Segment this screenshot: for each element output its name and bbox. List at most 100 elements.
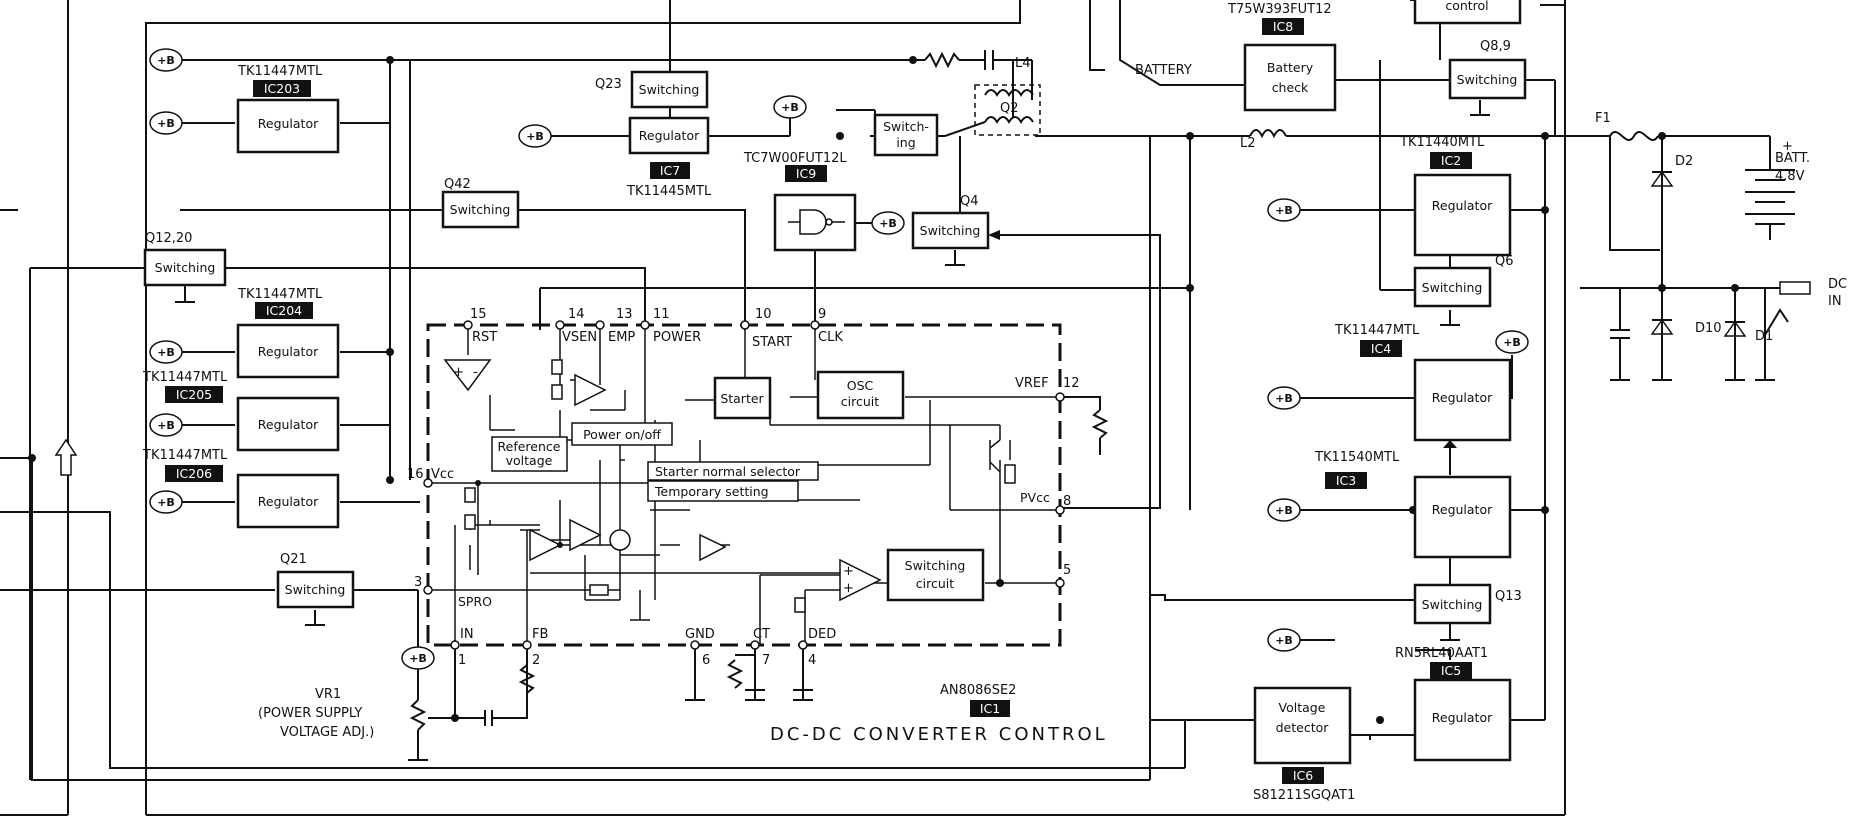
pin-1-name: IN [460, 627, 474, 642]
pin-9-name: CLK [818, 330, 843, 345]
svg-text:+B: +B [1275, 634, 1293, 647]
battery-label: BATTERY [1135, 63, 1192, 78]
ic4-part-number: TK11447MTL [1334, 323, 1420, 338]
ic5-tag: IC5 [1441, 663, 1461, 678]
plus-b-terminal: +B [401, 646, 435, 670]
q8-9-switching [1448, 58, 1527, 100]
up-arrow-icon [54, 438, 78, 476]
svg-text:+B: +B [157, 496, 175, 509]
ic4-tag: IC4 [1371, 341, 1391, 356]
q12-20-switching [143, 248, 227, 287]
svg-text:+B: +B [157, 346, 175, 359]
pin-10 [740, 320, 750, 330]
ic6-tag: IC6 [1293, 768, 1313, 783]
pin-2-num: 2 [532, 653, 540, 668]
ic205-regulator [236, 396, 340, 452]
vr1-desc-1: (POWER SUPPLY [258, 706, 362, 721]
left-regulators: TK11447MTL IC203 Regulator TK11447MTL IC… [142, 64, 340, 529]
nand-gate-icon [788, 209, 845, 235]
svg-text:Switch-: Switch- [883, 119, 929, 134]
current-source [609, 529, 631, 551]
q42-label: Q42 [444, 177, 471, 192]
svg-text:+: + [843, 581, 854, 596]
pin-15-name: RST [472, 330, 497, 345]
ic2-part-number: TK11440MTL [1399, 135, 1485, 150]
vsen-amp [574, 373, 607, 407]
reference-label-1: Reference [498, 439, 561, 454]
svg-text:+B: +B [1275, 504, 1293, 517]
ic203-part-number: TK11447MTL [237, 64, 323, 79]
svg-text:+B: +B [409, 652, 427, 665]
pin-12-num: 12 [1063, 376, 1080, 391]
plus-b-terminal: +B [149, 413, 183, 437]
wiring [0, 0, 1811, 816]
ic206-part-number: TK11447MTL [142, 448, 228, 463]
ic3-regulator [1413, 475, 1512, 559]
pin-16-num: 16 [407, 467, 424, 482]
pin-7 [750, 640, 760, 650]
svg-text:+: + [843, 564, 854, 579]
ic6-part-number: S81211SGQAT1 [1253, 788, 1355, 803]
svg-text:Voltage: Voltage [1279, 700, 1326, 715]
temporary-setting-label: Temporary setting [654, 484, 769, 499]
power-onoff-block [571, 422, 673, 446]
pin-6-num: 6 [702, 653, 710, 668]
pin-13 [595, 320, 605, 330]
svg-text:Switching: Switching [920, 223, 981, 238]
q21-switching [276, 570, 355, 609]
q8-9-label: Q8,9 [1480, 39, 1511, 54]
pin-15 [463, 320, 473, 330]
svg-text:Battery: Battery [1267, 60, 1314, 75]
q12-20-label: Q12,20 [145, 231, 192, 246]
osc-label-2: circuit [841, 394, 879, 409]
svg-text:+: + [453, 365, 464, 380]
vr1-desc-2: VOLTAGE ADJ.) [280, 725, 374, 740]
svg-text:Regulator: Regulator [258, 344, 319, 359]
control-block [1413, 0, 1522, 25]
ic5-part-number: RN5RL40AAT1 [1395, 646, 1488, 661]
plus-b-terminals: +B +B +B +B +B +B +B +B +B +B +B +B +B +… [149, 48, 1529, 670]
pin-16-name: Vcc [431, 467, 454, 482]
plus-b-terminal: +B [149, 48, 183, 72]
pin-12 [1055, 392, 1065, 402]
pvcc-transistor [989, 439, 1001, 473]
ic6-voltage-detector [1253, 686, 1352, 765]
ic203-regulator [236, 98, 340, 154]
svg-text:control: control [1445, 0, 1488, 13]
right-section: control T75W393FUT12 IC8 Battery check B… [1135, 0, 1847, 803]
svg-text:+B: +B [157, 117, 175, 130]
ic206-tag: IC206 [176, 466, 212, 481]
pin-14 [555, 320, 565, 330]
svg-text:Switching: Switching [285, 582, 346, 597]
starter-normal-selector-label: Starter normal selector [655, 464, 801, 479]
q4-switching [911, 211, 990, 250]
osc-circuit-block [816, 370, 905, 420]
ic9-tag: IC9 [796, 166, 816, 181]
pin-3-num: 3 [414, 575, 422, 590]
ic7-regulator [628, 116, 710, 155]
starter-label: Starter [720, 391, 764, 406]
plus-b-terminal: +B [1267, 198, 1301, 222]
plus-b-terminal: +B [149, 340, 183, 364]
pin-5 [1055, 578, 1065, 588]
pin-10-num: 10 [755, 307, 772, 322]
svg-text:Regulator: Regulator [258, 116, 319, 131]
pin-12-name: VREF [1015, 376, 1049, 391]
ic204-part-number: TK11447MTL [237, 287, 323, 302]
spro-label: SPRO [458, 594, 492, 609]
ic4-regulator [1413, 358, 1512, 442]
pin-6 [690, 640, 700, 650]
plus-b-terminal: +B [149, 490, 183, 514]
pin-1 [450, 640, 460, 650]
switching-circuit-label-1: Switching [905, 558, 966, 573]
pin-13-name: EMP [608, 330, 635, 345]
pin-13-num: 13 [616, 307, 633, 322]
svg-text:+B: +B [1275, 204, 1293, 217]
svg-text:Switching: Switching [1422, 597, 1483, 612]
pvcc-label: PVcc [1020, 490, 1050, 505]
q6-switching [1413, 266, 1492, 308]
q6-label: Q6 [1495, 254, 1514, 269]
bottom-labels: AN8086SE2 IC1 DC-DC CONVERTER CONTROL VR… [258, 683, 1105, 745]
plus-b-terminal: +B [518, 124, 552, 148]
pin-4-num: 4 [808, 653, 816, 668]
